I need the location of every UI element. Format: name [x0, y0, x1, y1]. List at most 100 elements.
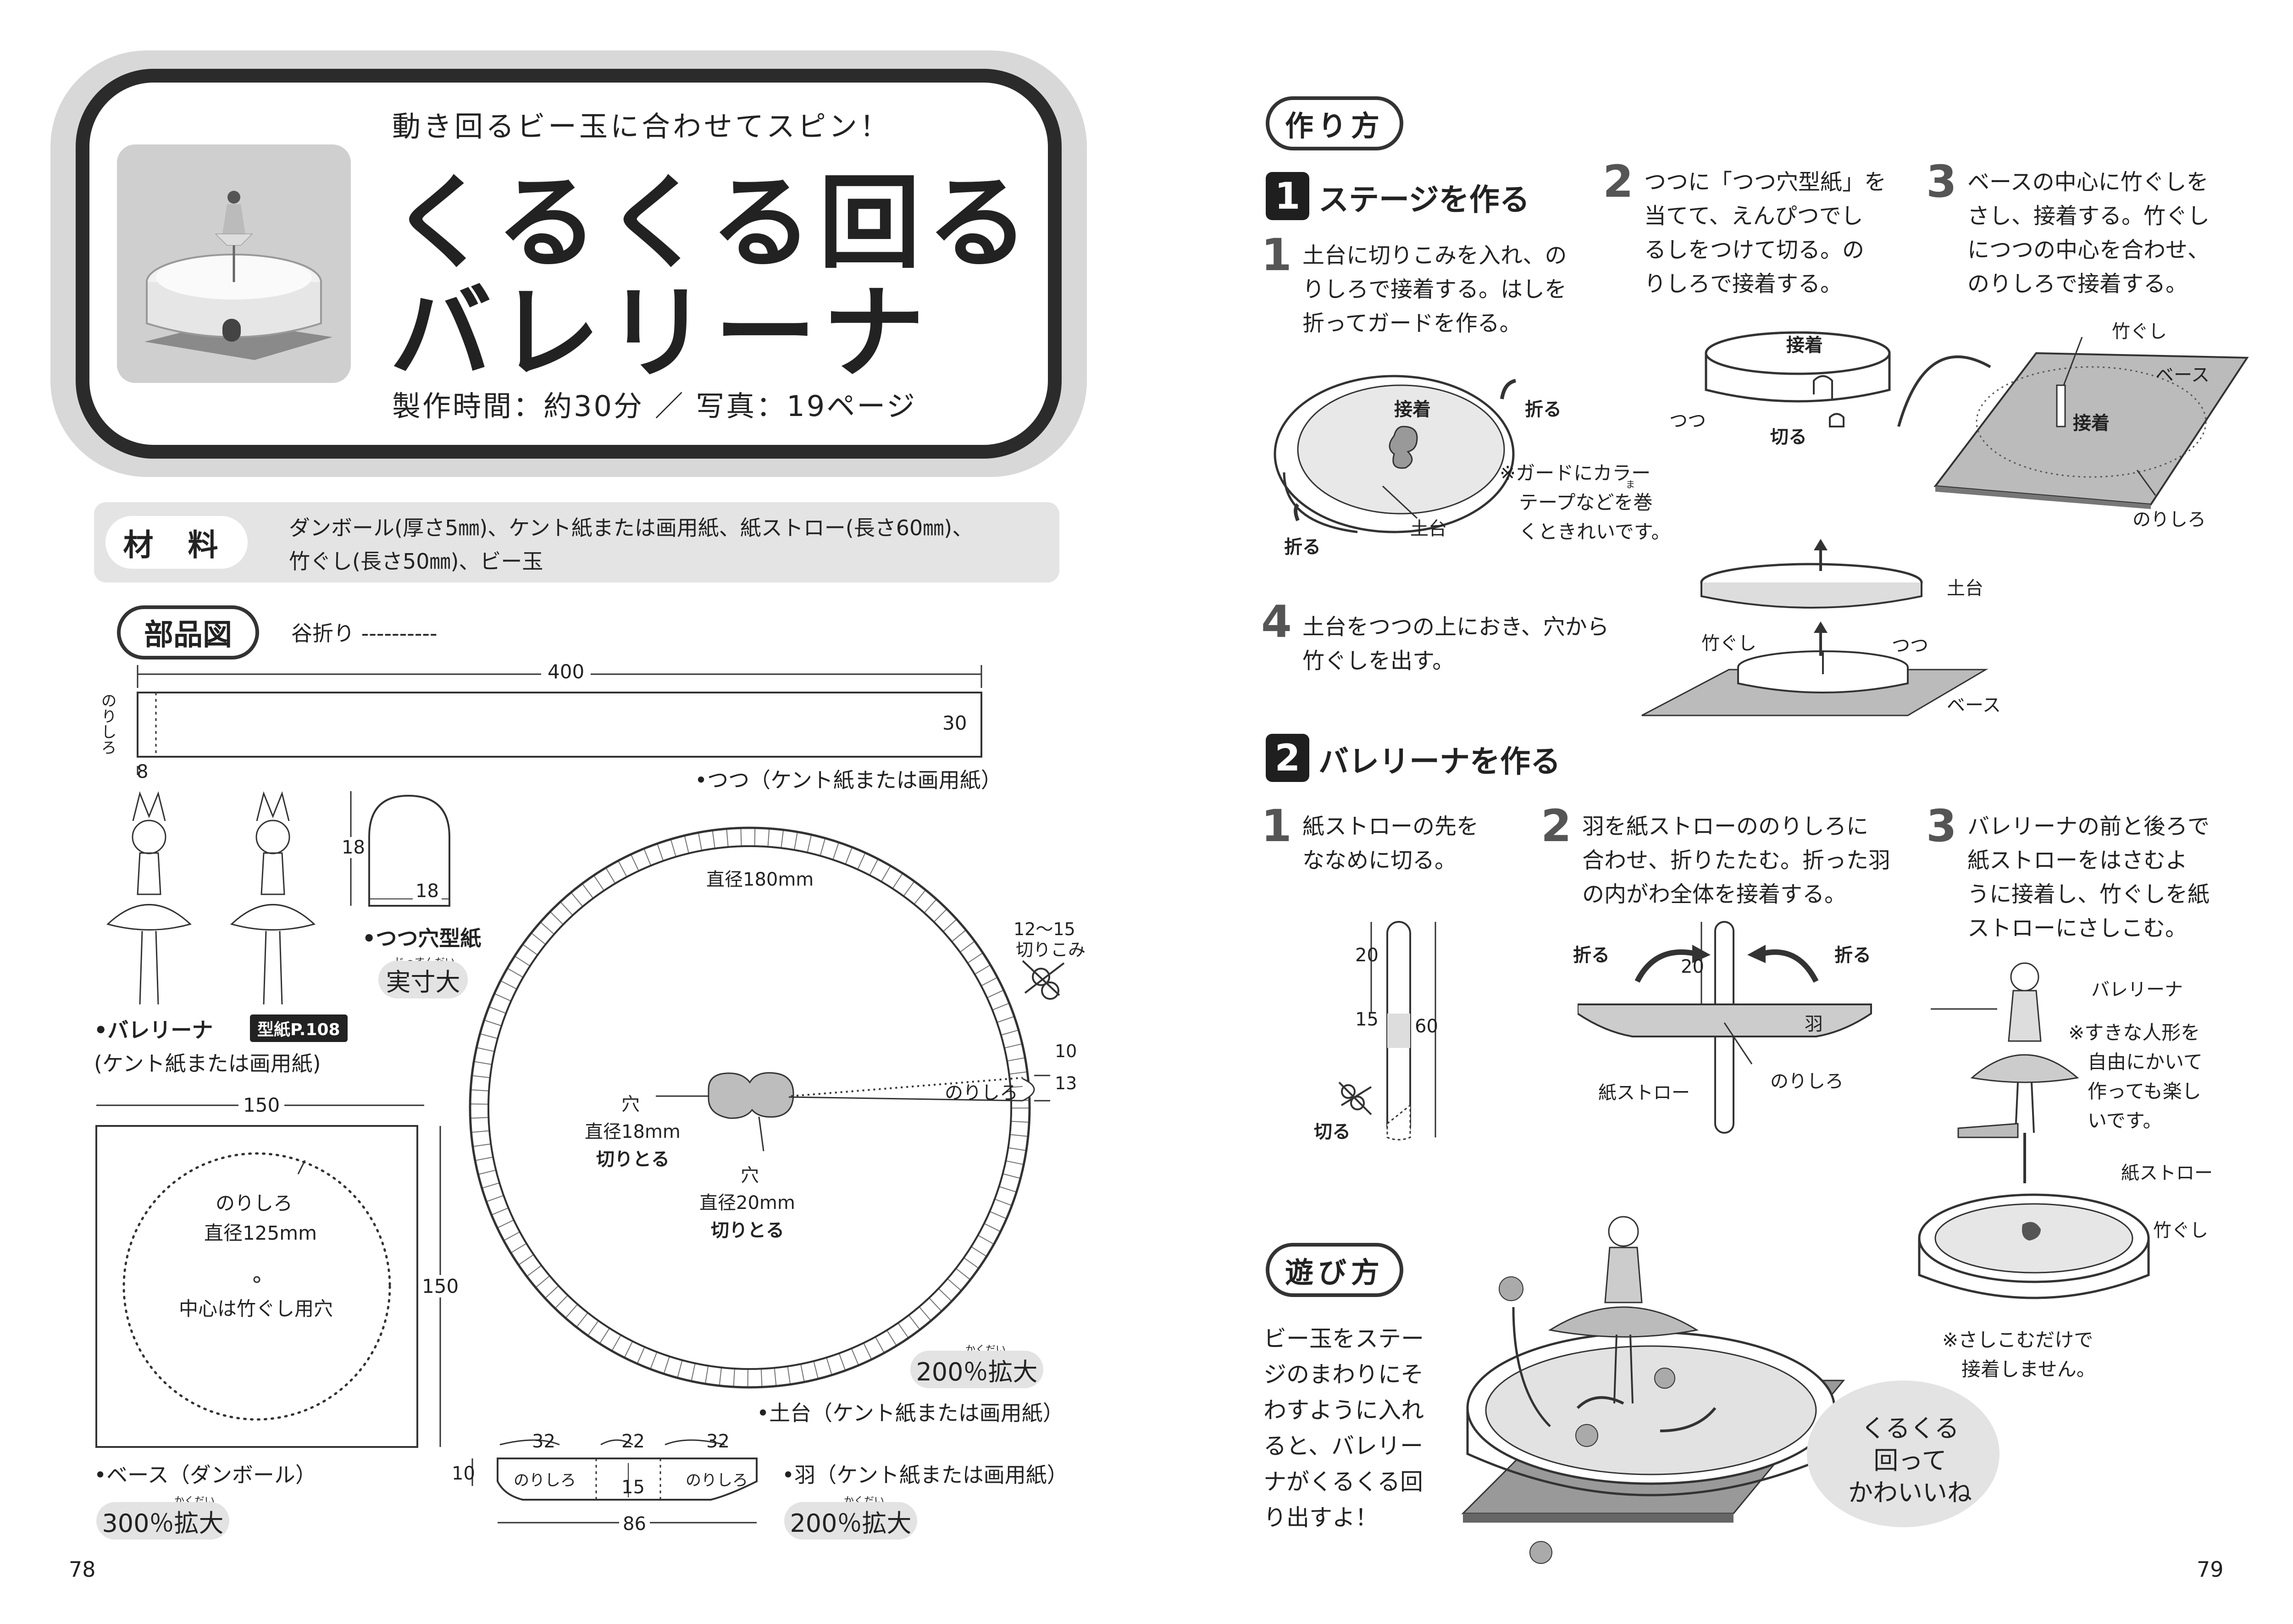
- stage-hole2-diameter: 直径20mm: [699, 1192, 795, 1214]
- s1-step1-note: ※ガードにカラー テープなどを巻 くときれいです。: [1500, 462, 1671, 543]
- s1-step2-tube: つつ: [1669, 410, 1706, 432]
- stage-cut-label: 切りこみ: [1016, 940, 1086, 960]
- s1-step2-glue: 接着: [1786, 335, 1823, 356]
- s2-step2-number: 2: [1541, 800, 1572, 852]
- stage-hole1-label: 穴: [621, 1094, 640, 1115]
- title-subtitle: 動き回るビー玉に合わせてスピン！: [392, 110, 892, 143]
- wing-diagram: [471, 1439, 758, 1524]
- wing-center-h: 15: [621, 1477, 645, 1498]
- s1-step3-illustration: [1897, 337, 2249, 509]
- s1-step4-illustration: [1641, 539, 1988, 716]
- stage-hole1-diameter: 直径18mm: [585, 1121, 681, 1142]
- stage-hole2-label: 穴: [741, 1165, 759, 1186]
- wing-w1: 32: [532, 1431, 555, 1452]
- s2-margin: のりしろ: [1770, 1071, 1844, 1092]
- hole-template-width: 18: [413, 881, 442, 902]
- section1-title: ステージを作る: [1318, 182, 1530, 217]
- wing-height: 10: [452, 1463, 475, 1484]
- play-text: ビー玉をステー ジのまわりにそ わすように入れ ると、バレリー ナがくるくる回 …: [1263, 1325, 1424, 1531]
- wing-glue-right: のりしろ: [686, 1471, 748, 1490]
- materials-badge: 材 料: [105, 516, 248, 569]
- stage-caption: •土台（ケント紙または画用紙）: [757, 1401, 1064, 1425]
- parts-badge: 部品図: [117, 605, 259, 660]
- stage-diameter: 直径180mm: [706, 869, 814, 890]
- s2-cut: 切る: [1314, 1121, 1351, 1142]
- product-photo: [117, 144, 351, 383]
- wing-w2: 22: [621, 1431, 645, 1452]
- s1-step4-stick: 竹ぐし: [1701, 633, 1756, 654]
- stage-scale: 200％拡大: [910, 1351, 1043, 1388]
- play-illustration: [1461, 1216, 1845, 1564]
- s2-note2: ※さしこむだけで 接着しません。: [1942, 1329, 2096, 1380]
- s1-step4-stage: 土台: [1947, 578, 1983, 599]
- s1-step1-number: 1: [1261, 229, 1292, 281]
- ballerina-drawings: [106, 791, 316, 1004]
- section2-title: バレリーナを作る: [1318, 744, 1561, 779]
- speech-bubble: [1807, 1380, 1999, 1527]
- speech-bubble-text: くるくる 回って かわいいね: [1848, 1414, 1972, 1507]
- tsutsu-height: 30: [942, 712, 967, 734]
- s1-step2-illustration: [1705, 331, 1891, 427]
- s2-dim-20b: 20: [1681, 956, 1704, 977]
- hole-template-height: 18: [342, 837, 365, 858]
- materials-box: [94, 502, 1059, 582]
- s2-fold-right: 折る: [1834, 945, 1871, 966]
- s1-step4-number: 4: [1261, 596, 1292, 648]
- s2-straw2: 紙ストロー: [2121, 1163, 2213, 1184]
- s1-step4-tube: つつ: [1892, 635, 1928, 656]
- stage-hole1-cut: 切りとる: [596, 1149, 670, 1170]
- stage-hole2-cut: 切りとる: [711, 1220, 784, 1241]
- base-scale: 300％拡大: [96, 1502, 229, 1540]
- s1-step4-base: ベース: [1947, 695, 2001, 716]
- section2-number: 2: [1266, 734, 1309, 782]
- s2-step3-number: 3: [1926, 800, 1957, 852]
- parts-legend: 谷折り ----------: [291, 621, 438, 646]
- s2-ballerina: バレリーナ: [2091, 979, 2183, 1000]
- s2-dim-60: 60: [1415, 1016, 1438, 1037]
- title-meta: 製作時間：約30分 ／ 写真：19ページ: [392, 389, 917, 423]
- base-height: 150: [422, 1275, 459, 1297]
- materials-line-1: ダンボール(厚さ5㎜)、ケント紙または画用紙、紙ストロー(長さ60㎜)、: [289, 515, 974, 540]
- wing-bottom: 86: [619, 1513, 650, 1535]
- s1-step1-text: 土台に切りこみを入れ、の りしろで接着する。はしを 折ってガードを作る。: [1302, 243, 1567, 336]
- s1-step3-base: ベース: [2155, 365, 2210, 386]
- section1-number: 1: [1266, 172, 1309, 220]
- s1-step3-margin: のりしろ: [2132, 509, 2206, 530]
- title-frame: [76, 69, 1062, 459]
- s2-stick: 竹ぐし: [2153, 1220, 2208, 1241]
- s1-step3-glue: 接着: [2073, 413, 2110, 434]
- stage-cut-range: 12～15: [1014, 919, 1075, 939]
- tsutsu-glue-label: のりしろ: [98, 693, 116, 755]
- s2-fold-left: 折る: [1573, 945, 1610, 966]
- wing-caption: •羽（ケント紙または画用紙）: [782, 1463, 1068, 1487]
- s2-step1-number: 1: [1261, 800, 1292, 852]
- s2-note: ※すきな人形を 自由にかいて 作っても楽し いです。: [2068, 1021, 2203, 1132]
- base-diameter: 直径125mm: [204, 1222, 317, 1244]
- s1-step4-text: 土台をつつの上におき、穴から 竹ぐしを出す。: [1302, 614, 1609, 674]
- title-line-1: くるくる回る: [390, 164, 1036, 283]
- wing-glue-left: のりしろ: [514, 1471, 576, 1490]
- base-glue: のりしろ: [216, 1192, 293, 1214]
- s1-step3-stick: 竹ぐし: [2112, 321, 2167, 342]
- hole-template-caption: •つつ穴型紙: [362, 926, 482, 951]
- base-width: 150: [238, 1094, 285, 1116]
- s1-step3-text: ベースの中心に竹ぐしを さし、接着する。竹ぐし につつの中心を合わせ、 のりしろ…: [1967, 169, 2210, 297]
- s1-step2-cut: 切る: [1770, 427, 1807, 448]
- tsutsu-width: 400: [541, 660, 591, 683]
- base-diagram: [95, 1104, 441, 1448]
- page-number-right: 79: [2197, 1557, 2224, 1582]
- s2-step1-text: 紙ストローの先を ななめに切る。: [1302, 814, 1479, 873]
- stage-diagram: [469, 826, 1065, 1389]
- s1-step1-illustration: [1274, 375, 1517, 533]
- hole-template-diagram: [350, 791, 450, 907]
- s1-step1-fold: 折る: [1525, 399, 1562, 420]
- s2-step3-illustration: [1918, 962, 2150, 1299]
- base-center: 中心は竹ぐし用穴: [179, 1297, 333, 1320]
- materials-line-2: 竹ぐし(長さ50㎜)、ビー玉: [289, 549, 543, 574]
- wing-scale: 200％拡大: [784, 1502, 917, 1540]
- s1-step1-note-ruby: ま: [1626, 479, 1635, 490]
- stage-glue: のりしろ: [945, 1082, 1018, 1103]
- s1-step2-text: つつに「つつ穴型紙」を 当てて、えんぴつでし るしをつけて切る。の りしろで接着…: [1644, 169, 1887, 297]
- s2-dim-15: 15: [1355, 1009, 1379, 1030]
- tsutsu-caption: •つつ（ケント紙または画用紙）: [695, 768, 1002, 793]
